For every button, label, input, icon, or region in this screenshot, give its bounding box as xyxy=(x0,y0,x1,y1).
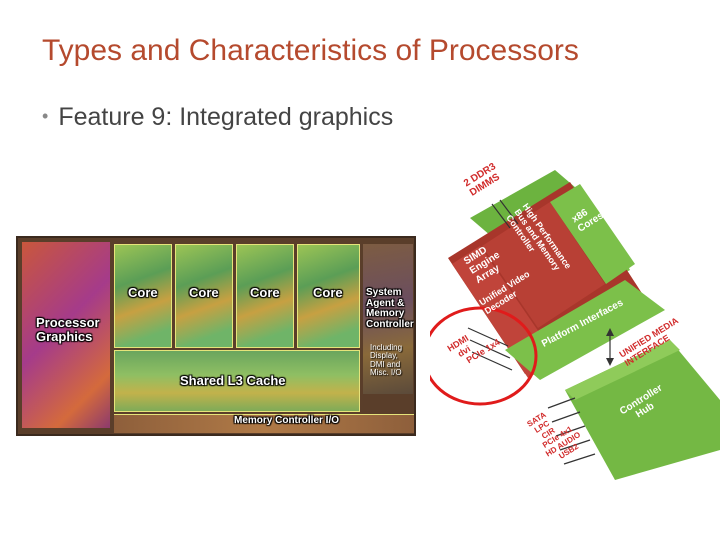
shared-cache-label: Shared L3 Cache xyxy=(180,373,286,388)
bullet-dot-icon: • xyxy=(42,106,49,126)
controller-hub-top xyxy=(565,340,680,400)
core-label-1: Core xyxy=(128,285,158,300)
system-agent-region xyxy=(363,244,413,394)
including-line3: DMI and xyxy=(370,359,401,369)
core-label-3: Core xyxy=(250,285,280,300)
core-region-1 xyxy=(114,244,172,348)
system-agent-line3: Memory xyxy=(366,308,405,319)
io-arrow-5 xyxy=(563,453,596,465)
dvi-arrow xyxy=(469,339,511,359)
processor-graphics-label-line2: Graphics xyxy=(36,328,93,344)
including-line2: Display, xyxy=(370,351,398,361)
core-label-2: Core xyxy=(189,285,219,300)
io-arrow-4 xyxy=(559,439,591,451)
l3-cache-region xyxy=(114,350,360,412)
dimm-arrow-1 xyxy=(491,203,511,229)
io-arrow-3 xyxy=(555,425,586,437)
hdmi-arrow xyxy=(467,327,509,347)
processor-graphics-label-line1: Processor xyxy=(36,315,100,330)
including-line4: Misc. I/O xyxy=(370,368,402,378)
processor-graphics-label: Processor Graphics xyxy=(36,316,100,343)
including-label: Including Display, DMI and Misc. I/O xyxy=(370,343,403,378)
block-diagram-shapes xyxy=(430,170,720,480)
slide-title: Types and Characteristics of Processors xyxy=(42,34,579,67)
integrated-graphics-highlight xyxy=(430,306,538,406)
system-agent-line1: System xyxy=(366,287,402,298)
core-region-3 xyxy=(236,244,294,348)
processor-graphics-region xyxy=(22,242,110,428)
core-region-4 xyxy=(297,244,360,348)
dimm-arrow-2 xyxy=(499,199,519,225)
core-label-4: Core xyxy=(313,285,343,300)
hub-link-arrowhead xyxy=(606,358,614,366)
bullet-text: Feature 9: Integrated graphics xyxy=(58,103,394,131)
bullet-item: • Feature 9: Integrated graphics xyxy=(42,103,393,132)
memory-controller-region xyxy=(114,414,414,433)
processor-die-shot: Processor Graphics Core Core Core Core S… xyxy=(16,236,416,436)
core-region-2 xyxy=(175,244,233,348)
including-line1: Including xyxy=(370,343,403,352)
platform-interfaces-block xyxy=(505,280,665,380)
block-diagram: 2 DDR3 DIMMS SIMD Engine Array High Perf… xyxy=(430,160,720,510)
memory-controller-label: Memory Controller I/O xyxy=(234,415,340,426)
x86-cores-block xyxy=(550,184,635,284)
io-arrow-1 xyxy=(547,397,576,409)
pcie-arrow xyxy=(471,351,513,371)
io-arrow-2 xyxy=(551,411,581,423)
bus-block xyxy=(482,202,605,328)
system-agent-label: System Agent & Memory Controller xyxy=(366,287,414,330)
system-agent-line2: Agent & xyxy=(366,297,405,309)
hub-link-arrowhead-up xyxy=(606,328,614,336)
system-agent-line4: Controller xyxy=(366,318,414,330)
